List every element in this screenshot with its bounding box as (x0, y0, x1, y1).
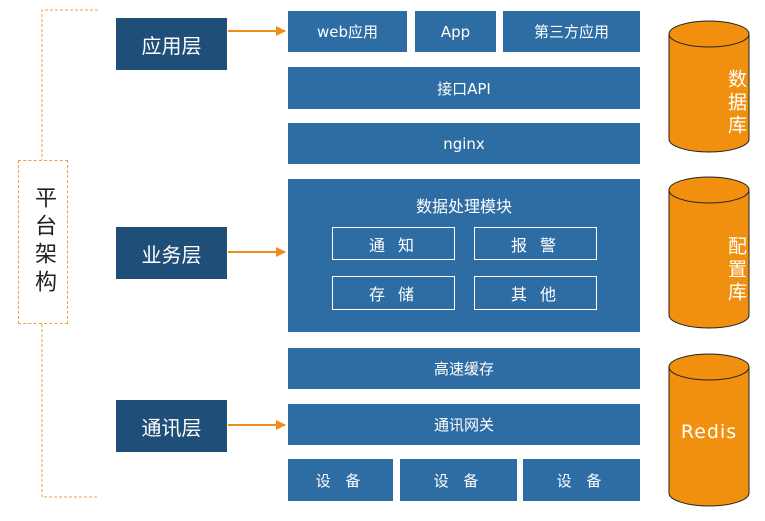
platform-bracket (41, 9, 98, 498)
block-web-app: web应用 (288, 11, 407, 52)
block-app: App (415, 11, 496, 52)
layer-business: 业务层 (116, 227, 227, 279)
layer-comm: 通讯层 (116, 400, 227, 452)
database-data: 数据库 (668, 20, 750, 153)
module-title: 数据处理模块 (415, 197, 512, 216)
database-redis-label: Redis (680, 421, 738, 443)
module-item-storage: 存 储 (332, 276, 455, 310)
block-cache: 高速缓存 (288, 348, 640, 389)
database-data-label: 数据库 (725, 68, 747, 138)
block-third-party-app: 第三方应用 (503, 11, 640, 52)
block-device-3: 设 备 (523, 459, 640, 501)
platform-label-box: 平台架构 (18, 160, 68, 324)
database-config-label: 配置库 (725, 235, 747, 305)
platform-label: 平台架构 (31, 186, 56, 298)
module-item-notify: 通 知 (332, 227, 455, 260)
block-data-module: 数据处理模块 通 知 报 警 存 储 其 他 (288, 179, 640, 332)
block-device-2: 设 备 (400, 459, 517, 501)
database-config: 配置库 (668, 176, 750, 329)
database-redis: Redis (668, 353, 750, 507)
module-item-alarm: 报 警 (474, 227, 597, 260)
block-api: 接口API (288, 67, 640, 109)
block-device-1: 设 备 (288, 459, 393, 501)
layer-app: 应用层 (116, 18, 227, 70)
module-item-other: 其 他 (474, 276, 597, 310)
layer-arrows (228, 26, 286, 430)
block-nginx: nginx (288, 123, 640, 164)
block-gateway: 通讯网关 (288, 404, 640, 445)
